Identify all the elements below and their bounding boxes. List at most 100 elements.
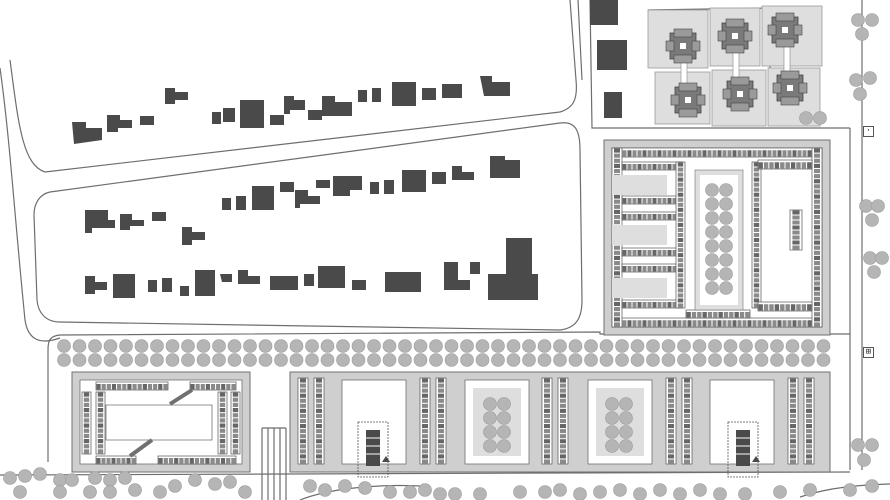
tree [483, 397, 497, 411]
east-block-lawn [612, 175, 667, 195]
tree [53, 473, 67, 487]
tree [274, 353, 288, 367]
tree [568, 353, 583, 367]
tree [57, 339, 71, 353]
tree [181, 339, 195, 353]
pedestrian-path [261, 427, 287, 500]
play-structure [727, 421, 760, 478]
tree [413, 353, 428, 367]
housing-bar [611, 147, 823, 158]
tree [483, 411, 497, 425]
east-residential-block [603, 139, 831, 336]
tree [599, 353, 614, 367]
tree [522, 353, 536, 367]
tree [208, 477, 222, 491]
tree [770, 353, 784, 367]
tree [646, 339, 660, 353]
housing-bar [230, 391, 241, 455]
tree [497, 411, 511, 425]
upper-band-buildings [72, 76, 510, 144]
lower-band-buildings [85, 238, 538, 300]
building [597, 40, 627, 70]
tree [238, 485, 252, 499]
southwest-block-diagonal-path [128, 438, 154, 458]
tree [605, 411, 619, 425]
housing-bar [297, 377, 309, 465]
housing-bar [685, 309, 751, 319]
tree [723, 339, 738, 353]
tree [851, 438, 865, 452]
tree [103, 353, 118, 367]
tree [801, 339, 815, 353]
villa [670, 82, 706, 118]
tree [181, 353, 195, 367]
housing-bar [751, 161, 762, 309]
tree [613, 483, 627, 497]
tree [863, 251, 877, 265]
housing-bar [757, 159, 813, 170]
tree [65, 473, 79, 487]
tree [336, 339, 350, 353]
tree [212, 353, 226, 367]
central-vertical-road [589, 0, 850, 129]
tree [103, 485, 117, 499]
tree [630, 353, 645, 367]
tree [677, 353, 691, 367]
middle-band-buildings [85, 156, 520, 245]
tree [605, 425, 619, 439]
tree [853, 87, 867, 101]
tree [168, 479, 182, 493]
tree [705, 211, 719, 225]
tree [165, 353, 180, 367]
tree [223, 475, 237, 489]
housing-bar [435, 377, 447, 465]
tree [770, 339, 784, 353]
tree [382, 339, 397, 353]
tree [661, 353, 676, 367]
tree [605, 397, 619, 411]
tree [57, 353, 71, 367]
tree [227, 339, 242, 353]
tree [382, 353, 397, 367]
tree [553, 353, 567, 367]
tree [719, 211, 733, 225]
tree [88, 339, 102, 353]
tree [274, 339, 288, 353]
tree [705, 239, 719, 253]
tree [513, 485, 527, 499]
tree [483, 425, 497, 439]
tree [196, 339, 211, 353]
tree [383, 485, 397, 499]
tree [118, 471, 132, 485]
tree [72, 339, 87, 353]
housing-bar [611, 317, 823, 328]
villa [772, 70, 808, 106]
left-road-edge [0, 67, 61, 342]
tree [88, 353, 102, 367]
tree [773, 485, 787, 499]
tree [599, 339, 614, 353]
building [590, 0, 618, 25]
housing-bar [621, 161, 683, 171]
tree [708, 353, 722, 367]
tree [305, 339, 319, 353]
tree [813, 111, 827, 125]
tree [801, 353, 815, 367]
tree [553, 483, 567, 497]
east-block-lawn [612, 278, 667, 298]
housing-bar [95, 391, 106, 455]
tree [318, 483, 332, 497]
tree [188, 473, 202, 487]
tree [633, 487, 647, 500]
tree [619, 439, 633, 453]
tree [619, 425, 633, 439]
tree [196, 353, 211, 367]
tree [473, 487, 487, 500]
tree [723, 353, 738, 367]
south-block-bars [297, 377, 815, 465]
tree [785, 339, 800, 353]
tree [705, 253, 719, 267]
housing-bar [621, 263, 683, 273]
housing-bar [557, 377, 569, 465]
